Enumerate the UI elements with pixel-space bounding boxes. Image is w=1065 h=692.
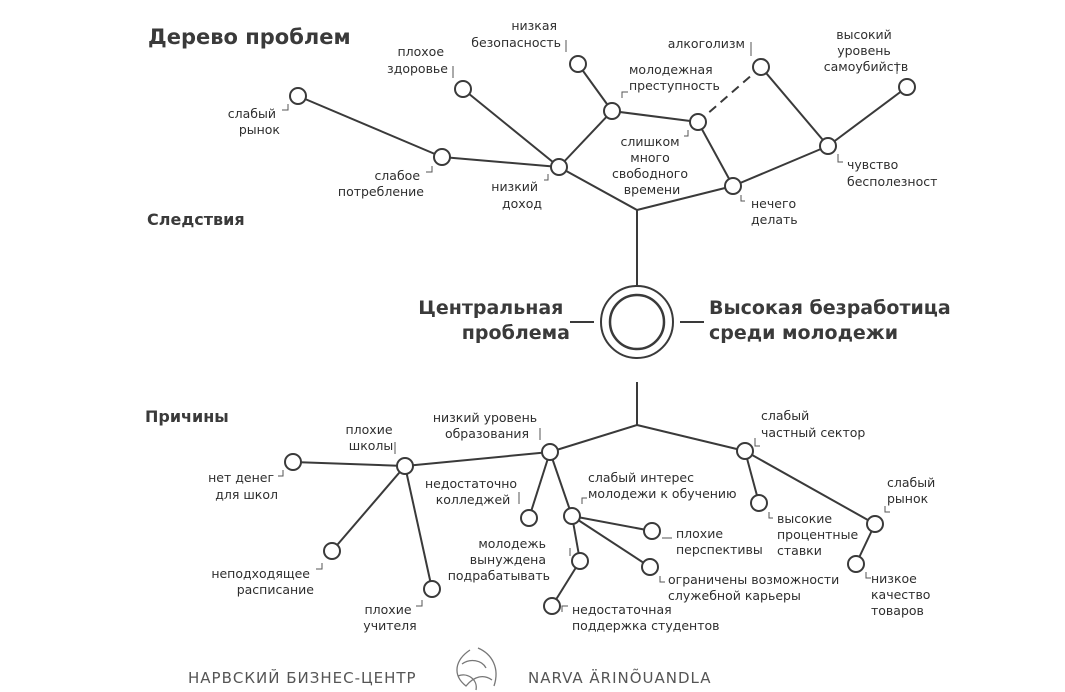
node-low-interest [563, 507, 581, 525]
node-low-income [550, 158, 568, 176]
label-high-interest-rates: высокие процентные ставки [777, 511, 862, 558]
footer-logo-icon [456, 647, 497, 691]
cause-nodes [284, 442, 884, 615]
central-problem-caption: Центральная проблема [418, 297, 570, 344]
label-youth-crime: молодежная преступность [629, 62, 720, 93]
footer-right-text: NARVA ÄRINÕUANDLA [528, 668, 712, 687]
node-free-time [689, 113, 707, 131]
label-low-quality-goods: низкое качество товаров [871, 571, 934, 618]
node-forced-to-work [571, 552, 589, 570]
node-bad-teachers [423, 580, 441, 598]
label-low-safety: низкая безопасность [471, 18, 561, 50]
node-bad-schedule [323, 542, 341, 560]
diagram-title: Дерево проблем [148, 25, 351, 49]
node-student-support [543, 597, 561, 615]
label-forced-to-work: молодежь вынуждена подрабатывать [448, 536, 550, 583]
label-few-colleges: недостаточно колледжей [425, 476, 521, 507]
central-problem-node [600, 285, 674, 359]
consequences-edges [297, 63, 908, 288]
node-low-safety [569, 55, 587, 73]
footer-left-text: НАРВСКИЙ БИЗНЕС-ЦЕНТР [188, 668, 417, 687]
label-bad-prospects: плохие перспективы [676, 526, 763, 557]
label-poor-health: плохое здоровье [387, 44, 448, 76]
label-bad-schools: плохие школы [345, 422, 396, 453]
label-suicide-rate: высокий уровень самоубийств [824, 27, 909, 74]
label-low-education: низкий уровень образования [433, 410, 541, 441]
cause-labels: низкий уровень образования плохие школы … [208, 408, 939, 633]
label-weak-private-sector: слабый частный сектор [761, 408, 865, 440]
node-low-quality-goods [847, 555, 865, 573]
label-no-money-schools: нет денег для школ [208, 470, 278, 502]
label-free-time: слишком много свободного времени [612, 134, 692, 197]
node-high-interest-rates [750, 494, 768, 512]
label-bad-teachers: плохие учителя [363, 602, 416, 633]
node-nothing-to-do [724, 177, 742, 195]
node-weak-private-sector [736, 442, 754, 460]
node-suicide-rate [898, 78, 916, 96]
causes-heading: Причины [145, 407, 229, 426]
label-uselessness: чувство бесполезност [847, 157, 937, 189]
label-weak-market-cause: слабый рынок [887, 475, 939, 506]
node-weak-market-cause [866, 515, 884, 533]
label-alcoholism: алкоголизм [668, 36, 745, 51]
node-alcoholism [752, 58, 770, 76]
central-problem-statement: Высокая безработица среди молодежи [709, 297, 957, 344]
node-low-education [541, 443, 559, 461]
consequence-labels: слабый рынок слабое потребление низкий д… [228, 18, 938, 227]
node-few-colleges [520, 509, 538, 527]
node-limited-career [641, 558, 659, 576]
label-ticks [278, 40, 898, 612]
label-low-interest: слабый интерес молодежи к обучению [588, 470, 737, 501]
node-bad-schools [396, 457, 414, 475]
label-limited-career: ограничены возможности служебной карьеры [668, 572, 843, 603]
consequences-heading: Следствия [147, 210, 245, 229]
label-bad-schedule: неподходящее расписание [211, 566, 314, 597]
label-low-income: низкий доход [491, 179, 542, 211]
consequence-nodes [289, 55, 916, 195]
node-weak-consumption [433, 148, 451, 166]
node-uselessness [819, 137, 837, 155]
label-weak-market: слабый рынок [228, 106, 281, 137]
label-student-support: недостаточная поддержка студентов [572, 602, 720, 633]
node-poor-health [454, 80, 472, 98]
label-nothing-to-do: нечего делать [751, 196, 800, 227]
label-weak-consumption: слабое потребление [338, 168, 424, 199]
node-youth-crime [603, 102, 621, 120]
node-bad-prospects [643, 522, 661, 540]
node-no-money-schools [284, 453, 302, 471]
node-weak-market [289, 87, 307, 105]
